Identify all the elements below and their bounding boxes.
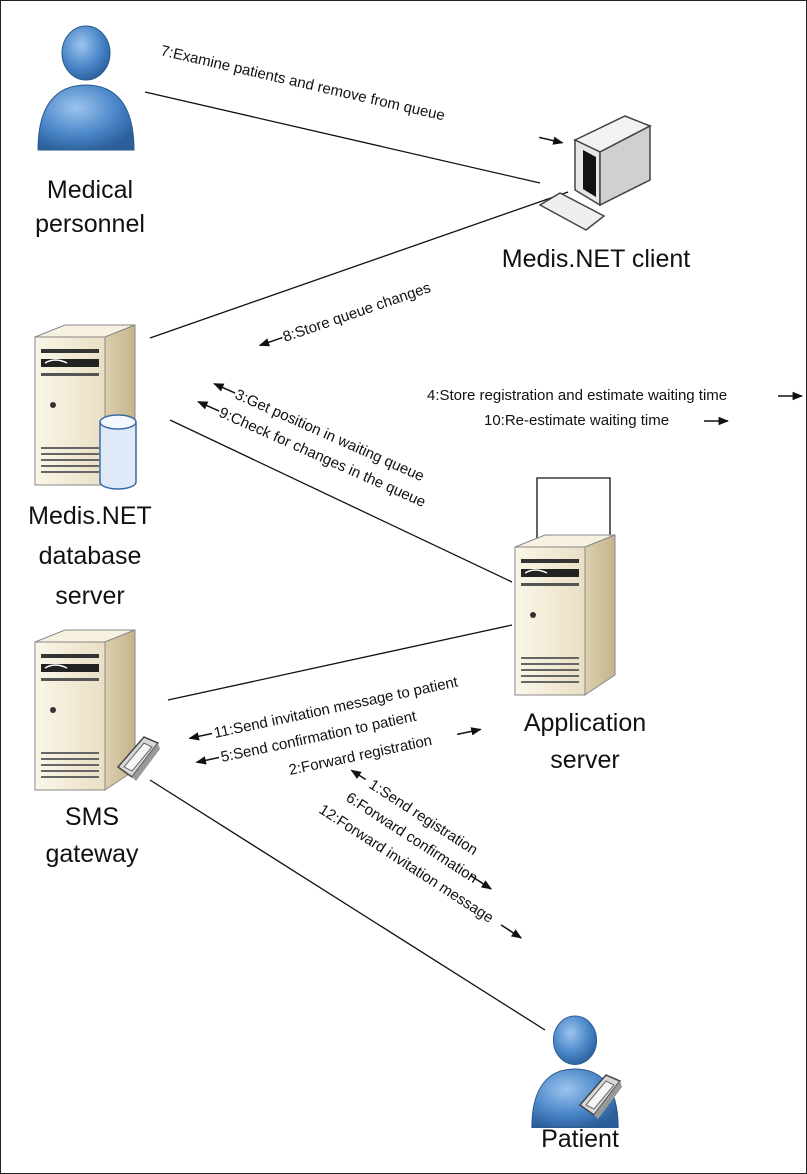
patient-node: Patient: [531, 1015, 623, 1153]
link-client-db: [149, 191, 569, 339]
arrow-5: [195, 756, 220, 765]
arrow-1: [350, 769, 367, 781]
db-server-label-3: server: [55, 582, 124, 610]
computer-icon: [538, 115, 652, 231]
db-server-node: Medis.NET database server: [28, 324, 152, 610]
message-4: 4:Store registration and estimate waitin…: [427, 387, 727, 404]
message-12: 12:Forward invitation message: [316, 801, 497, 927]
arrow-3: [213, 382, 236, 394]
arrow-12: [500, 924, 523, 939]
app-server-node: Application server: [514, 534, 646, 774]
message-8: 8:Store queue changes: [281, 279, 433, 346]
link-sms-patient: [149, 779, 546, 1031]
link-db-app: [169, 419, 513, 583]
db-server-label-2: database: [39, 542, 142, 570]
arrow-11: [188, 732, 213, 741]
arrow-2: [457, 727, 482, 736]
sms-gateway-label-1: SMS: [65, 803, 119, 831]
arrow-7: [539, 136, 564, 145]
db-server-label-1: Medis.NET: [28, 502, 152, 530]
connector-lines: [144, 91, 611, 1031]
arrow-6: [470, 875, 493, 890]
app-server-label-1: Application: [524, 709, 646, 737]
medis-client-node: Medis.NET client: [502, 115, 691, 273]
message-10: 10:Re-estimate waiting time: [484, 412, 669, 429]
medical-personnel-label-2: personnel: [35, 210, 145, 238]
server-icon: [514, 534, 616, 696]
link-app-sms: [167, 624, 513, 701]
medical-personnel-node: Medical personnel: [35, 25, 145, 238]
app-server-label-2: server: [550, 746, 619, 774]
person-icon: [37, 25, 135, 151]
database-cylinder-icon: [99, 414, 137, 490]
message-7: 7:Examine patients and remove from queue: [159, 42, 446, 124]
arrow-9: [197, 400, 220, 412]
medis-client-label: Medis.NET client: [502, 245, 691, 273]
sms-gateway-node: SMS gateway: [34, 629, 161, 868]
sms-gateway-label-2: gateway: [45, 840, 139, 868]
self-loop-app-server: [536, 477, 611, 548]
person-with-phone-icon: [531, 1015, 619, 1128]
arrow-8: [258, 336, 283, 347]
link-personnel-client: [144, 91, 541, 184]
medical-personnel-label-1: Medical: [47, 176, 133, 204]
message-labels: 7:Examine patients and remove from queue…: [159, 42, 804, 939]
patient-label: Patient: [541, 1125, 619, 1153]
